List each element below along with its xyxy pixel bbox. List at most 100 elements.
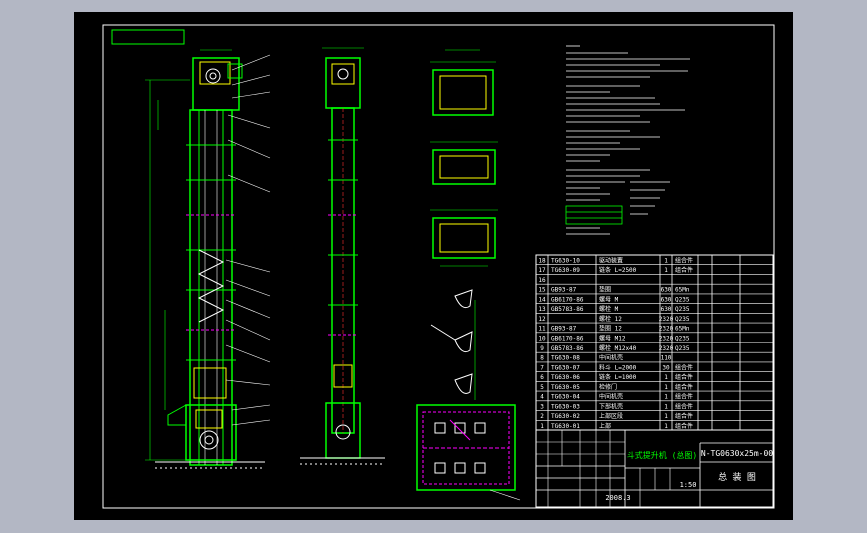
bom-cell-name: 螺栓 M12x40 — [599, 344, 637, 352]
bom-cell-no: 14 — [538, 296, 546, 303]
section-details — [430, 49, 498, 267]
bom-cell-no: 3 — [540, 403, 544, 410]
bom-cell-material: Q235 — [675, 335, 690, 342]
bom-cell-qty: 1 — [664, 374, 668, 381]
bom-cell-qty: 1 — [664, 384, 668, 391]
bom-cell-name: 驱动装置 — [599, 257, 623, 265]
bom-cell-qty: 630 — [661, 296, 672, 303]
bom-cell-qty: 1 — [664, 423, 668, 430]
bom-cell-material: 组合件 — [675, 412, 693, 420]
bom-cell-qty: 2320 — [659, 345, 674, 352]
bom-cell-no: 17 — [538, 267, 546, 274]
bom-cell-material: 组合件 — [675, 266, 693, 274]
bom-cell-material: 组合件 — [675, 363, 693, 371]
bom-cell-code: TG630-02 — [551, 413, 580, 420]
bom-cell-no: 15 — [538, 287, 546, 294]
bom-cell-no: 2 — [540, 413, 544, 420]
bom-cell-name: 检修门 — [599, 383, 617, 391]
bom-cell-material: Q235 — [675, 316, 690, 323]
drawing-number: N-TG0630x25m-00 — [701, 449, 773, 458]
bom-cell-material: 组合件 — [675, 393, 693, 401]
bom-cell-code: TG630-10 — [551, 258, 580, 265]
bom-cell-material: 组合件 — [675, 422, 693, 430]
bom-cell-name: 螺栓 M — [599, 305, 619, 313]
scale-value: 1:50 — [680, 481, 697, 489]
bom-cell-qty: 1 — [664, 403, 668, 410]
bom-cell-code: GB5783-86 — [551, 345, 584, 352]
bom-cell-material: 组合件 — [675, 257, 693, 265]
bom-cell-no: 16 — [538, 277, 546, 284]
bom-cell-no: 8 — [540, 355, 544, 362]
bom-cell-no: 10 — [538, 335, 546, 342]
bom-cell-no: 9 — [540, 345, 544, 352]
bucket-details — [430, 289, 476, 400]
bom-cell-qty: 630 — [661, 287, 672, 294]
bom-cell-qty: 30 — [662, 364, 670, 371]
bom-cell-code: TG630-09 — [551, 267, 580, 274]
bom-cell-name: 螺母 M — [599, 295, 619, 303]
bom-cell-code: GB5783-86 — [551, 306, 584, 313]
product-name: 斗式提升机 (总图) — [627, 450, 697, 460]
bom-cell-material: Q235 — [675, 306, 690, 313]
bom-cell-qty: 630 — [661, 306, 672, 313]
bom-cell-name: 链条 L=2500 — [599, 266, 637, 274]
bom-cell-code: TG630-08 — [551, 355, 580, 362]
bom-cell-code: TG630-06 — [551, 374, 580, 381]
bom-cell-code: TG630-04 — [551, 394, 580, 401]
drawing-frame — [102, 24, 775, 509]
bom-cell-name: 链条 L=1000 — [599, 373, 637, 381]
foundation-plan — [416, 404, 521, 501]
bom-cell-material: 65Mn — [675, 287, 690, 294]
assembly-label: 总 装 图 — [718, 471, 756, 483]
bom-cell-name: 上部区段 — [599, 412, 623, 420]
bom-cell-no: 7 — [540, 364, 544, 371]
bom-cell-no: 12 — [538, 316, 546, 323]
title-block: 斗式提升机 (总图) N-TG0630x25m-00 总 装 图 1:50 20… — [535, 429, 774, 508]
front-view — [145, 49, 271, 469]
bom-cell-qty: 2320 — [659, 335, 674, 342]
bom-cell-name: 垫圈 — [599, 286, 611, 294]
revision-box — [111, 29, 185, 45]
bom-cell-qty: 1 — [664, 394, 668, 401]
bom-cell-name: 中间机壳 — [599, 354, 623, 362]
bom-cell-qty: 110 — [661, 355, 672, 362]
bom-cell-no: 4 — [540, 394, 544, 401]
bom-cell-code: TG630-01 — [551, 423, 580, 430]
bom-cell-name: 上部 — [599, 422, 611, 430]
bom-cell-material: Q235 — [675, 345, 690, 352]
bom-cell-no: 11 — [538, 326, 546, 333]
side-view — [300, 47, 385, 465]
bom-cell-code: GB6170-86 — [551, 296, 584, 303]
bom-cell-no: 6 — [540, 374, 544, 381]
bom-cell-material: 组合件 — [675, 402, 693, 410]
bom-cell-qty: 1 — [664, 258, 668, 265]
bom-cell-no: 13 — [538, 306, 546, 313]
bom-cell-name: 螺栓 12 — [599, 315, 622, 323]
bom-cell-qty: 2320 — [659, 316, 674, 323]
bom-cell-code: GB6170-86 — [551, 335, 584, 342]
bom-cell-code: GB93-87 — [551, 326, 577, 333]
drawing-date: 2008.3 — [605, 494, 630, 502]
bom-cell-name: 垫圈 12 — [599, 325, 622, 333]
bom-cell-material: 组合件 — [675, 383, 693, 391]
bom-cell-material: 组合件 — [675, 373, 693, 381]
bom-cell-name: 螺母 M12 — [599, 334, 626, 342]
bom-cell-qty: 1 — [664, 267, 668, 274]
bom-cell-name: 下部机壳 — [599, 402, 623, 410]
bom-cell-material: 65Mn — [675, 326, 690, 333]
bom-cell-material: Q235 — [675, 296, 690, 303]
bom-cell-name: 中间机壳 — [599, 393, 623, 401]
bom-cell-no: 18 — [538, 258, 546, 265]
bom-cell-no: 1 — [540, 423, 544, 430]
bom-cell-name: 料斗 L=2000 — [599, 363, 637, 371]
bom-cell-code: GB93-87 — [551, 287, 577, 294]
bom-cell-code: TG630-03 — [551, 403, 580, 410]
bom-cell-qty: 1 — [664, 413, 668, 420]
technical-notes — [565, 45, 690, 235]
bom-cell-code: TG630-05 — [551, 384, 580, 391]
bom-cell-no: 5 — [540, 384, 544, 391]
